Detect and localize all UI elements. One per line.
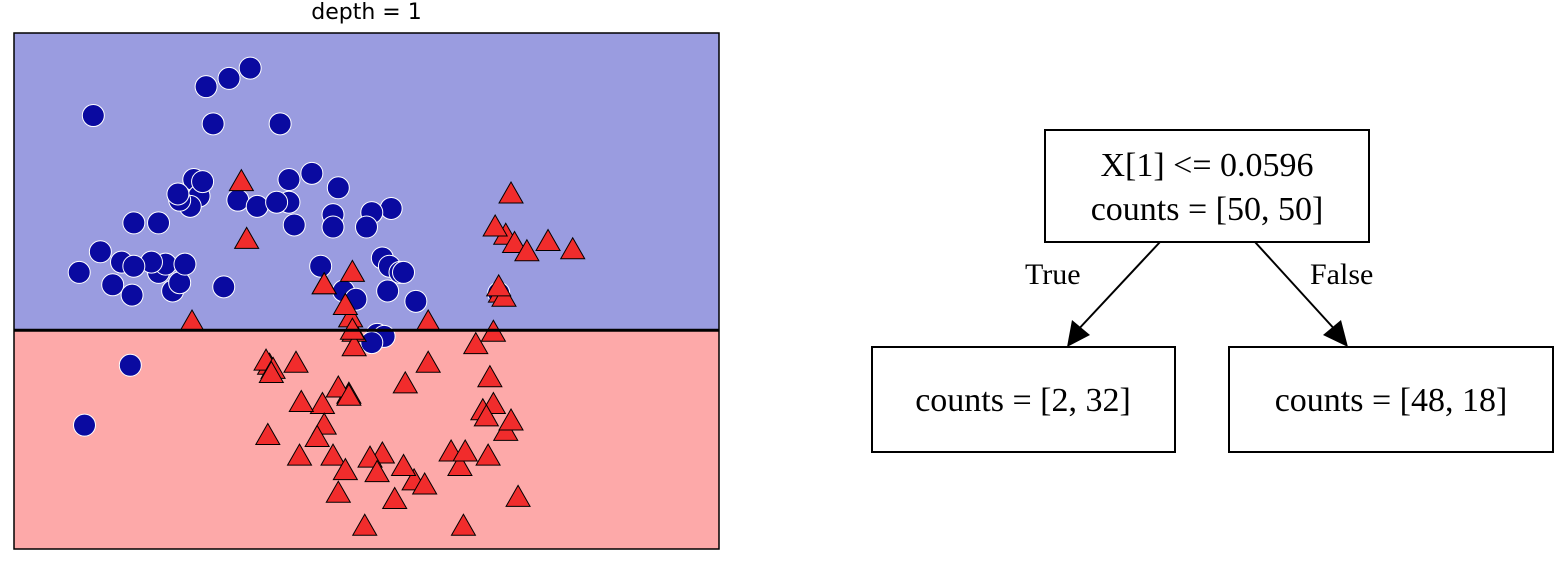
point-class0 xyxy=(81,104,105,128)
point-class1 xyxy=(332,457,359,481)
plot-frame xyxy=(13,32,720,550)
point-class0 xyxy=(277,168,301,192)
point-class1 xyxy=(475,443,501,466)
point-class1 xyxy=(332,292,359,315)
point-class1 xyxy=(364,459,390,483)
point-class0 xyxy=(265,190,289,214)
point-class1 xyxy=(390,453,417,476)
point-class0 xyxy=(226,188,250,212)
point-class1 xyxy=(309,391,336,415)
point-class1 xyxy=(228,168,255,192)
point-class0 xyxy=(201,112,225,136)
scatter-plot-panel: depth = 1 xyxy=(0,0,760,564)
point-class0 xyxy=(166,182,190,206)
point-class1 xyxy=(392,370,419,394)
point-class0 xyxy=(118,353,142,377)
point-class0 xyxy=(122,254,146,278)
point-class1 xyxy=(381,486,408,509)
point-class1 xyxy=(505,484,531,507)
point-class0 xyxy=(101,273,125,297)
edge-label-false: False xyxy=(1310,258,1373,291)
point-class1 xyxy=(341,333,368,357)
point-class0 xyxy=(173,252,197,276)
point-class1 xyxy=(514,238,540,262)
point-class1 xyxy=(283,350,309,373)
decision-tree-diagram: True False X[1] <= 0.0596 counts = [50, … xyxy=(871,129,1554,453)
point-class0 xyxy=(245,194,269,218)
point-class1 xyxy=(339,259,366,282)
scatter-plot xyxy=(13,32,720,550)
point-class1 xyxy=(498,180,524,204)
point-class1 xyxy=(311,271,338,295)
point-class0 xyxy=(194,75,218,99)
point-class0 xyxy=(392,260,416,284)
edge-false xyxy=(1254,241,1339,334)
point-class0 xyxy=(300,161,324,185)
point-class0 xyxy=(88,240,112,264)
point-class0 xyxy=(217,66,241,90)
point-class0 xyxy=(212,275,236,299)
point-class0 xyxy=(282,213,306,237)
point-class1 xyxy=(288,389,315,412)
point-class0 xyxy=(404,289,428,313)
point-class1 xyxy=(452,438,479,462)
point-class0 xyxy=(73,413,96,437)
decision-region-upper xyxy=(14,33,719,331)
point-class1 xyxy=(411,472,438,495)
point-class0 xyxy=(67,260,91,284)
left-leaf-counts: counts = [2, 32] xyxy=(915,382,1131,419)
edge-true xyxy=(1074,241,1161,334)
root-counts: counts = [50, 50] xyxy=(1091,191,1324,228)
point-class0 xyxy=(191,170,215,194)
point-class1 xyxy=(336,383,362,406)
tree-node-root: X[1] <= 0.0596 counts = [50, 50] xyxy=(1044,129,1370,243)
edge-true-arrowhead xyxy=(1067,320,1090,347)
root-condition: X[1] <= 0.0596 xyxy=(1100,147,1313,184)
plot-title: depth = 1 xyxy=(311,0,422,25)
point-class1 xyxy=(415,350,442,373)
tree-node-right-leaf: counts = [48, 18] xyxy=(1228,346,1554,453)
point-class0 xyxy=(238,56,262,80)
point-class1 xyxy=(535,228,561,251)
point-class1 xyxy=(450,513,477,536)
point-class1 xyxy=(498,408,524,431)
point-class1 xyxy=(258,360,285,384)
point-class1 xyxy=(351,513,378,536)
points-layer xyxy=(67,56,586,536)
edge-false-arrowhead xyxy=(1323,320,1348,347)
point-class0 xyxy=(122,211,146,235)
point-class1 xyxy=(485,273,512,297)
point-class1 xyxy=(559,236,586,260)
point-class0 xyxy=(355,215,378,239)
point-class0 xyxy=(379,196,403,220)
point-class1 xyxy=(286,443,313,466)
point-class0 xyxy=(321,215,345,239)
edge-label-true: True xyxy=(1025,258,1081,291)
point-class0 xyxy=(147,211,171,235)
point-class0 xyxy=(268,112,292,136)
point-class1 xyxy=(320,443,346,466)
point-class1 xyxy=(254,422,281,445)
point-class0 xyxy=(360,331,384,355)
right-leaf-counts: counts = [48, 18] xyxy=(1275,382,1508,419)
point-class1 xyxy=(482,214,509,237)
point-class0 xyxy=(309,254,333,278)
point-class1 xyxy=(304,424,331,448)
point-class0 xyxy=(120,283,144,307)
point-class1 xyxy=(233,226,260,249)
point-class1 xyxy=(477,364,503,388)
point-class1 xyxy=(339,317,366,340)
point-class0 xyxy=(326,176,350,200)
point-class1 xyxy=(501,230,528,254)
point-class1 xyxy=(447,453,473,476)
point-class0 xyxy=(376,279,400,303)
point-class1 xyxy=(473,403,500,427)
point-class1 xyxy=(325,480,352,503)
point-class1 xyxy=(462,331,489,355)
tree-node-left-leaf: counts = [2, 32] xyxy=(871,346,1176,453)
